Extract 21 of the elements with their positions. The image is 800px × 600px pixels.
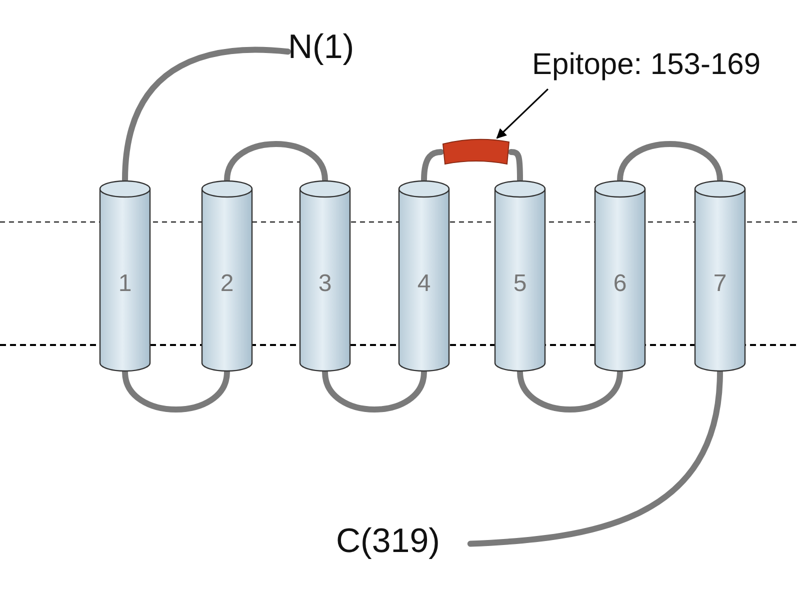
helix-number: 3: [317, 272, 333, 296]
loop-line: [421, 149, 444, 183]
epitope-bar: [441, 138, 511, 166]
terminus-label: C(319): [336, 524, 440, 558]
helix-number: 7: [712, 272, 728, 296]
helix-number: 4: [416, 272, 432, 296]
loop-line: [122, 369, 230, 412]
loop-line: [467, 369, 723, 547]
epitope-label: Epitope: 153-169: [532, 50, 761, 80]
helix-number: 1: [117, 272, 133, 296]
loop-line: [508, 149, 523, 183]
arrow: [496, 88, 549, 139]
helix-number: 2: [219, 272, 235, 296]
loop-line: [617, 141, 723, 183]
helix-number: 5: [512, 272, 528, 296]
terminus-label: N(1): [288, 30, 354, 64]
loop-line: [322, 369, 427, 412]
loop-line: [122, 46, 291, 183]
loop-line: [517, 369, 623, 412]
loop-line: [224, 141, 328, 183]
helix-number: 6: [612, 272, 628, 296]
